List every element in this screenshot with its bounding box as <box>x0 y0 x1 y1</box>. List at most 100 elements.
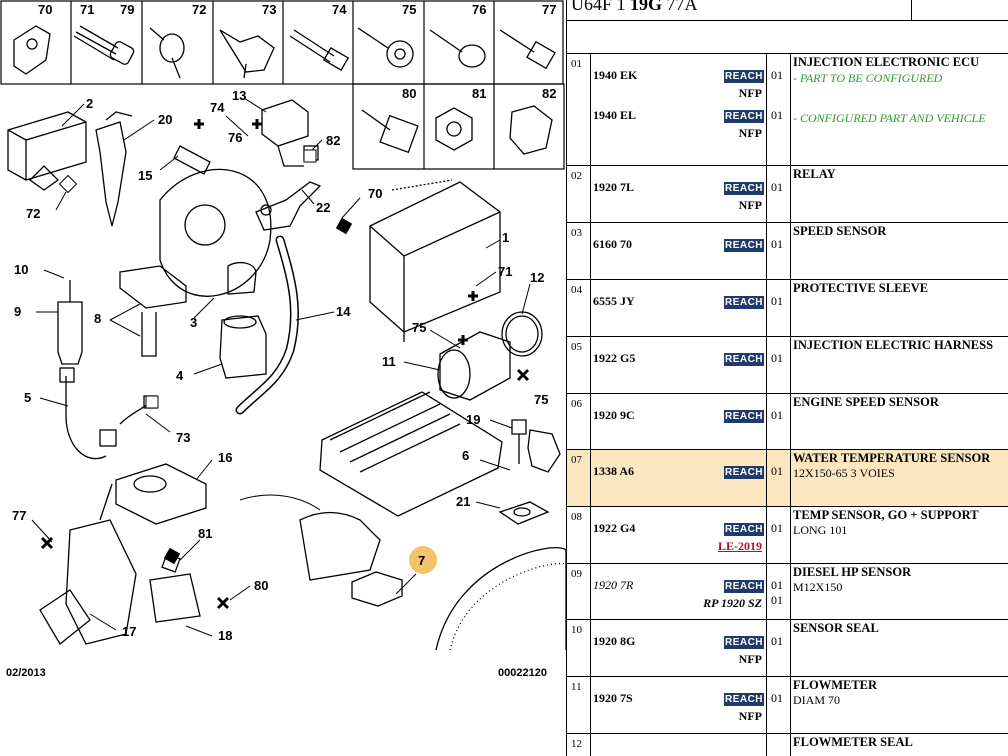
reach-badge: REACH <box>724 466 764 479</box>
callout-number: 16 <box>218 450 232 465</box>
part-description: ENGINE SPEED SENSOR <box>793 395 939 409</box>
part-detail: M12X150 <box>793 580 843 594</box>
part-quantity: 01 <box>771 68 783 82</box>
part-quantity: 01 <box>771 593 783 607</box>
part-note: NFP <box>738 198 762 212</box>
table-row[interactable]: 06 1920 9C REACH 01 ENGINE SPEED SENSOR <box>567 394 1008 450</box>
callout-number: 70 <box>368 186 382 201</box>
group-code: U64F 1 19G 77A <box>571 0 698 15</box>
callout-number: 3 <box>190 315 197 330</box>
callout-number: 2 <box>86 96 93 111</box>
grid-label: 72 <box>192 2 206 17</box>
grid-label: 77 <box>542 2 556 17</box>
square-markers <box>163 217 353 565</box>
callout-number: 22 <box>316 200 330 215</box>
part-description: WATER TEMPERATURE SENSOR <box>793 451 991 465</box>
part-reference[interactable]: 1920 7R <box>593 578 634 592</box>
part-note: NFP <box>738 652 762 666</box>
part-quantity: 01 <box>771 108 783 122</box>
callout-number: 7 <box>418 553 425 568</box>
part-reference[interactable]: 1920 7S <box>593 691 633 705</box>
part-quantity: 01 <box>771 408 783 422</box>
part-quantity: 01 <box>771 294 783 308</box>
part-description: RELAY <box>793 167 836 181</box>
part-reference[interactable]: 1940 EK <box>593 68 638 82</box>
part-note[interactable]: LE-2019 <box>717 539 762 553</box>
hardware-grid <box>0 0 565 170</box>
grid-label: 73 <box>262 2 276 17</box>
part-quantity: 01 <box>771 180 783 194</box>
row-number: 11 <box>571 681 582 693</box>
part-reference[interactable]: 1940 EL <box>593 108 637 122</box>
part-note: RP 1920 SZ <box>703 596 762 610</box>
callout-number: 15 <box>138 168 152 183</box>
reach-badge: REACH <box>724 636 764 649</box>
callout-number: 71 <box>498 264 512 279</box>
diagram-number: 00022120 <box>498 667 547 679</box>
highlight-callout <box>409 546 437 574</box>
part-quantity: 01 <box>771 521 783 535</box>
leader-lines <box>31 97 531 637</box>
part-quantity: 01 <box>771 464 783 478</box>
callout-number: 73 <box>176 430 190 445</box>
part-reference[interactable]: 1922 G4 <box>593 521 636 535</box>
callout-number: 75 <box>534 392 548 407</box>
grid-label: 74 <box>332 2 347 17</box>
row-number: 07 <box>571 454 582 466</box>
part-reference[interactable]: 6160 70 <box>593 237 632 251</box>
row-number: 05 <box>571 341 582 353</box>
grid-label: 75 <box>402 2 416 17</box>
row-number: 04 <box>571 284 582 296</box>
group-code-prefix: U64F 1 <box>571 0 626 14</box>
part-reference[interactable]: 6555 JY <box>593 294 635 308</box>
reach-badge: REACH <box>724 70 764 83</box>
part-reference[interactable]: 1920 8G <box>593 634 636 648</box>
part-description: INJECTION ELECTRONIC ECU <box>793 55 980 69</box>
part-note: NFP <box>738 126 762 140</box>
reach-badge: REACH <box>724 580 764 593</box>
main-assembly <box>7 99 566 651</box>
part-detail: LONG 101 <box>793 523 848 537</box>
part-reference[interactable]: 1922 G5 <box>593 351 636 365</box>
row-number: 12 <box>571 738 582 750</box>
reach-badge: REACH <box>724 110 764 123</box>
callout-number: 77 <box>12 508 26 523</box>
reach-badge: REACH <box>724 410 764 423</box>
callout-number: 82 <box>326 133 340 148</box>
callout-number: 9 <box>14 304 21 319</box>
callout-number: 75 <box>412 320 426 335</box>
part-reference[interactable]: 1338 A6 <box>593 464 635 478</box>
row-number: 01 <box>571 58 582 70</box>
row-number: 03 <box>571 227 582 239</box>
part-quantity: 01 <box>771 351 783 365</box>
table-row[interactable]: 07 1338 A6 REACH 01 WATER TEMPERATURE SENSOR… <box>567 450 1008 507</box>
callout-number: 17 <box>122 624 136 639</box>
grid-label: 80 <box>402 86 416 101</box>
callout-number: 20 <box>158 112 172 127</box>
callout-number: 14 <box>336 304 351 319</box>
row-number: 06 <box>571 398 582 410</box>
part-reference[interactable]: 1920 7L <box>593 180 635 194</box>
callout-number: 11 <box>382 354 396 369</box>
reach-badge: REACH <box>724 693 764 706</box>
part-description: DIESEL HP SENSOR <box>793 565 912 579</box>
callout-number: 5 <box>24 390 31 405</box>
part-reference[interactable]: 1920 9C <box>593 408 635 422</box>
callout-number: 76 <box>228 130 242 145</box>
part-description: SPEED SENSOR <box>793 224 887 238</box>
grid-label: 82 <box>542 86 556 101</box>
part-detail: - CONFIGURED PART AND VEHICLE <box>793 111 986 125</box>
